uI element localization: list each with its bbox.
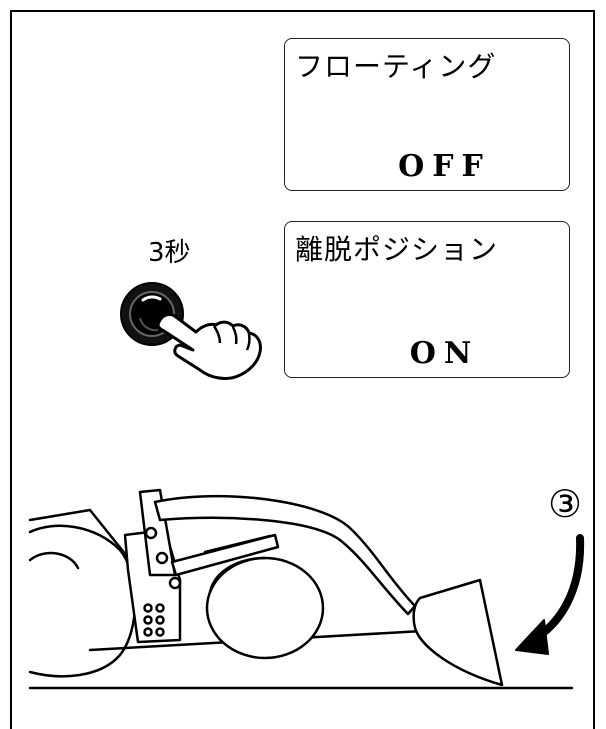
panel-value: ON	[409, 336, 480, 371]
hold-duration-label: 3秒	[148, 238, 191, 268]
curved-arrow-icon	[515, 534, 585, 655]
panel-title: フローティング	[295, 50, 497, 83]
front-loader-illustration	[28, 488, 585, 690]
panel-title: 離脱ポジション	[295, 233, 499, 266]
figure-frame	[10, 10, 595, 729]
display-panel-detach-position: 離脱ポジション ON	[284, 221, 570, 378]
step-number-marker: ③	[548, 482, 583, 526]
button-press-illustration	[120, 282, 262, 380]
panel-value: OFF	[398, 149, 491, 184]
display-panel-floating: フローティング OFF	[284, 38, 570, 191]
pressing-finger-icon	[156, 313, 262, 380]
